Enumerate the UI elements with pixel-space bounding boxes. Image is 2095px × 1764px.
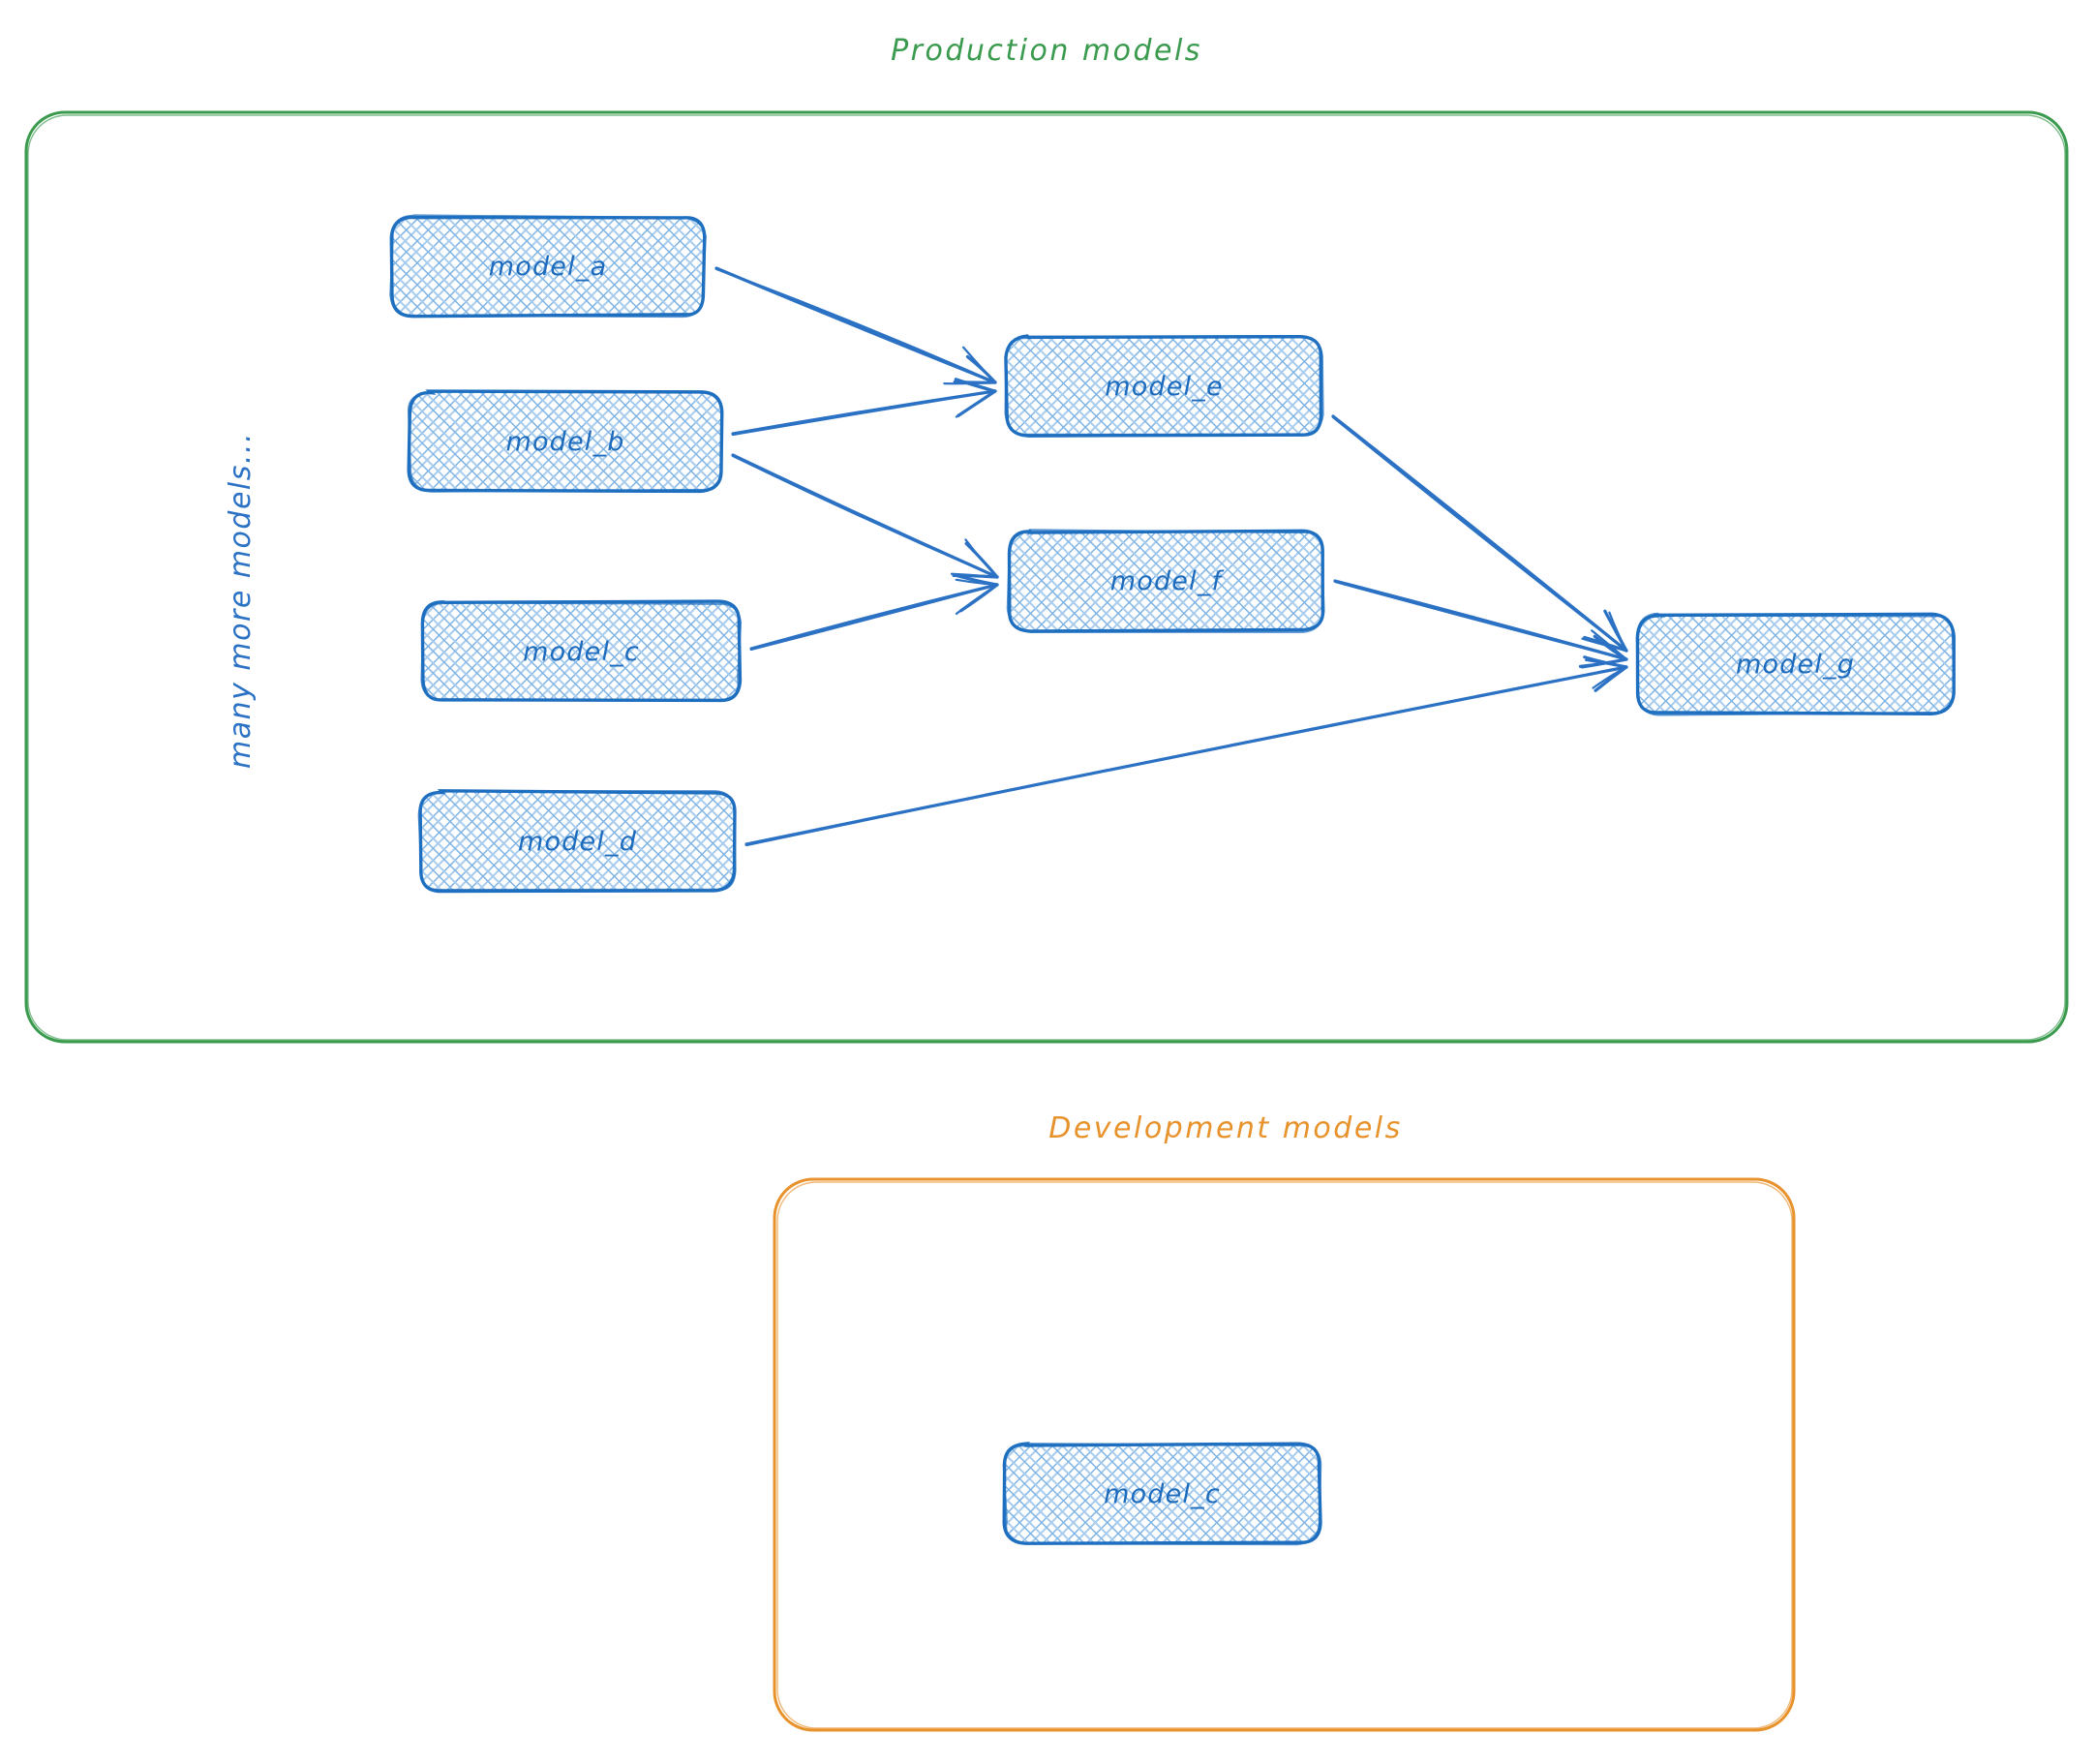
- group-container-production: Production models: [24, 34, 2069, 1044]
- node-fill-hatch-b: [1009, 532, 1323, 630]
- node-label: model_c: [1104, 1479, 1221, 1509]
- node-fill-hatch-b: [1005, 1445, 1320, 1543]
- node-model_c_prod[interactable]: model_c: [420, 599, 743, 703]
- node-border-stroke-1: [389, 214, 707, 319]
- edge-stroke-1: [1331, 415, 1628, 653]
- development-group-border: [773, 1177, 1796, 1732]
- node-border-stroke-1: [1002, 1443, 1322, 1546]
- node-fill-hatch-b: [410, 392, 721, 491]
- node-border-stroke-1: [1635, 612, 1956, 716]
- production-group-border-sketch: [27, 114, 2066, 1041]
- arrowhead-barb: [950, 572, 999, 579]
- production-group-border: [24, 110, 2069, 1044]
- node-layer: model_a model_b model_c model_d model_emodel…: [389, 214, 1956, 1546]
- edge-model_d-to-model_g: [744, 655, 1628, 847]
- arrowhead-barb: [1608, 611, 1628, 653]
- edge-model_c_prod-to-model_f: [749, 574, 999, 652]
- node-border-stroke-1: [417, 790, 737, 892]
- development-group-border-sketch: [776, 1181, 1793, 1729]
- many-more-models-label: many more models...: [224, 432, 258, 769]
- group-container-development: Development models: [773, 1111, 1796, 1732]
- node-border-stroke-1: [420, 601, 743, 702]
- node-label: model_b: [505, 427, 624, 457]
- node-label: model_c: [523, 637, 640, 667]
- arrowhead-barb: [962, 346, 997, 384]
- production-group-title: Production models: [891, 34, 1202, 68]
- node-label: model_e: [1105, 372, 1224, 402]
- node-fill-hatch-b: [420, 792, 735, 891]
- node-label: model_d: [518, 827, 637, 857]
- development-group-title: Development models: [1048, 1111, 1403, 1145]
- arrowhead-barb: [1585, 658, 1628, 669]
- node-model_f[interactable]: model_f: [1006, 529, 1325, 633]
- node-model_a[interactable]: model_a: [389, 214, 707, 319]
- edge-stroke-1: [744, 665, 1628, 847]
- node-border-stroke-1: [1006, 529, 1325, 633]
- arrowhead-barb: [1592, 665, 1628, 689]
- node-border-stroke-1: [408, 389, 723, 493]
- edge-model_b-to-model_f: [731, 453, 999, 579]
- node-label: model_a: [489, 252, 608, 282]
- edge-model_b-to-model_e: [731, 378, 997, 437]
- node-model_e[interactable]: model_e: [1004, 334, 1324, 438]
- arrowhead-barb: [955, 583, 999, 615]
- edge-stroke-1: [731, 389, 997, 437]
- arrowhead-barb: [955, 389, 997, 418]
- node-border-stroke-1: [1004, 335, 1324, 437]
- arrowhead-barb: [955, 578, 999, 587]
- edge-model_e-to-model_g: [1331, 414, 1628, 653]
- node-fill-hatch-b: [392, 217, 704, 316]
- node-model_c_dev[interactable]: model_c: [1002, 1442, 1322, 1546]
- edge-stroke-1: [714, 267, 997, 384]
- edge-model_f-to-model_g: [1333, 579, 1628, 669]
- arrowhead-barb: [964, 538, 999, 579]
- arrowhead-barb: [1591, 629, 1628, 661]
- node-label: model_f: [1110, 566, 1225, 596]
- edge-stroke-1: [749, 583, 999, 652]
- arrowhead-barb: [956, 379, 997, 393]
- node-fill-hatch-b: [1638, 615, 1953, 714]
- node-fill-hatch-b: [423, 602, 740, 701]
- edge-model_a-to-model_e: [714, 266, 997, 385]
- node-label: model_g: [1736, 650, 1855, 680]
- node-fill-hatch-b: [1007, 337, 1321, 436]
- node-model_b[interactable]: model_b: [407, 389, 724, 494]
- edge-stroke-1: [731, 454, 999, 579]
- edge-layer: [714, 266, 1628, 847]
- edge-stroke-1: [1333, 580, 1628, 661]
- node-model_d[interactable]: model_d: [417, 789, 737, 894]
- node-model_g[interactable]: model_g: [1635, 612, 1956, 716]
